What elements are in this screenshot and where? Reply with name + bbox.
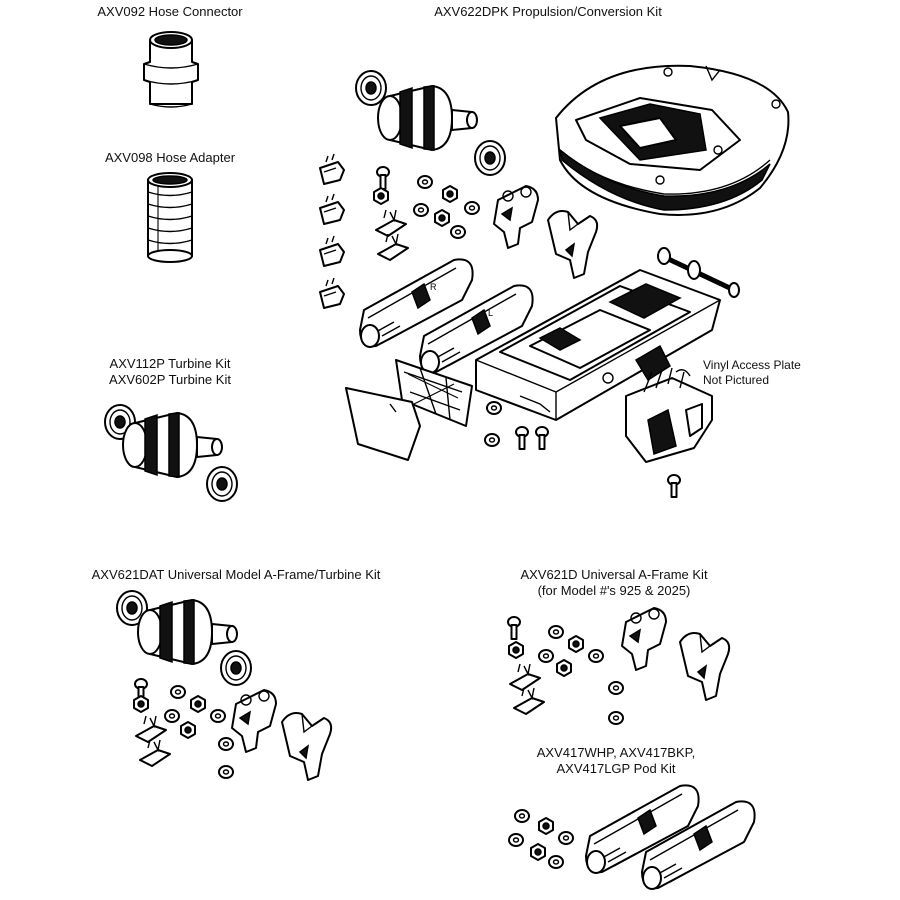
vinyl-plate-note: Vinyl Access Plate Not Pictured bbox=[703, 358, 801, 387]
turbine-kit-title: AXV112P Turbine Kit AXV602P Turbine Kit bbox=[109, 356, 231, 387]
pod-kit-parts bbox=[508, 784, 756, 890]
front-lip bbox=[345, 387, 421, 461]
pod-mark-r: R bbox=[430, 282, 437, 292]
hose-connector-part bbox=[143, 31, 199, 108]
hose-adapter-part bbox=[147, 172, 193, 263]
top-shell bbox=[555, 64, 790, 216]
universal-aframe-title: AXV621D Universal A-Frame Kit (for Model… bbox=[520, 567, 708, 598]
pod-kit-title: AXV417WHP, AXV417BKP, AXV417LGP Pod Kit bbox=[536, 745, 696, 776]
chassis bbox=[475, 269, 721, 421]
universal-aframe-turbine-title: AXV621DAT Universal Model A-Frame/Turbin… bbox=[91, 567, 381, 582]
turbine-kit-parts bbox=[104, 404, 238, 502]
pod-mark-l: L bbox=[488, 308, 493, 318]
hose-connector-title: AXV092 Hose Connector bbox=[97, 4, 243, 19]
hose-adapter-title: AXV098 Hose Adapter bbox=[104, 150, 236, 165]
front-grill bbox=[395, 359, 473, 427]
universal-aframe-turbine-parts bbox=[116, 590, 333, 781]
axle bbox=[657, 247, 740, 298]
rear-block bbox=[625, 367, 713, 463]
universal-aframe-parts bbox=[507, 607, 731, 725]
propulsion-kit-title: AXV622DPK Propulsion/Conversion Kit bbox=[434, 4, 662, 19]
propulsion-kit-parts bbox=[319, 64, 790, 498]
